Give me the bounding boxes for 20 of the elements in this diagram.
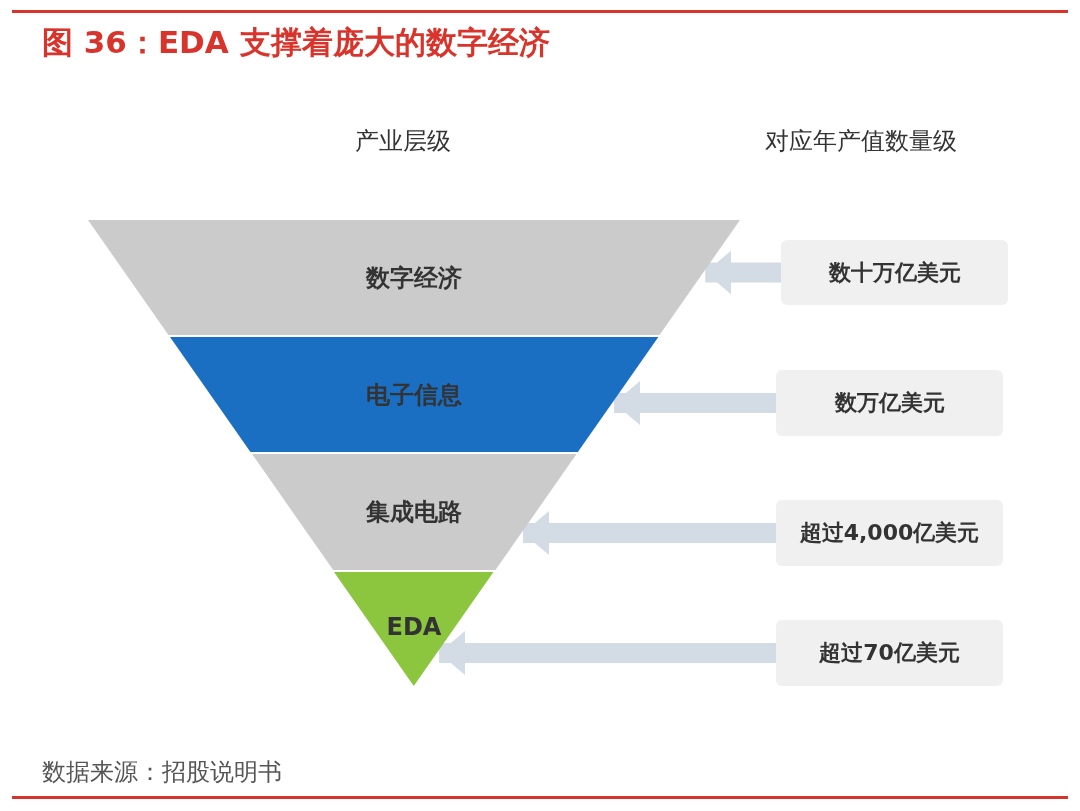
arrow bbox=[705, 250, 781, 295]
band-label: 数字经济 bbox=[364, 262, 463, 294]
value-box: 数万亿美元 bbox=[776, 370, 1003, 436]
pyramid-band bbox=[251, 454, 577, 570]
pyramid-band bbox=[88, 220, 740, 335]
column-header: 产业层级 bbox=[355, 126, 451, 157]
arrow bbox=[439, 631, 776, 675]
value-box: 超过4,000亿美元 bbox=[776, 500, 1003, 566]
band-label: EDA bbox=[385, 613, 443, 641]
pyramid-band bbox=[169, 337, 659, 452]
column-header: 对应年产值数量级 bbox=[765, 126, 957, 157]
arrow bbox=[523, 511, 776, 555]
title: 图 36：EDA 支撑着庞大的数字经济 bbox=[42, 23, 550, 62]
arrow bbox=[614, 381, 776, 425]
band-label: 集成电路 bbox=[365, 497, 463, 528]
value-box: 超过70亿美元 bbox=[776, 620, 1003, 686]
source-note: 数据来源：招股说明书 bbox=[42, 757, 282, 788]
value-box: 数十万亿美元 bbox=[781, 240, 1008, 305]
pyramid-band bbox=[334, 572, 494, 686]
band-label: 电子信息 bbox=[365, 379, 463, 411]
